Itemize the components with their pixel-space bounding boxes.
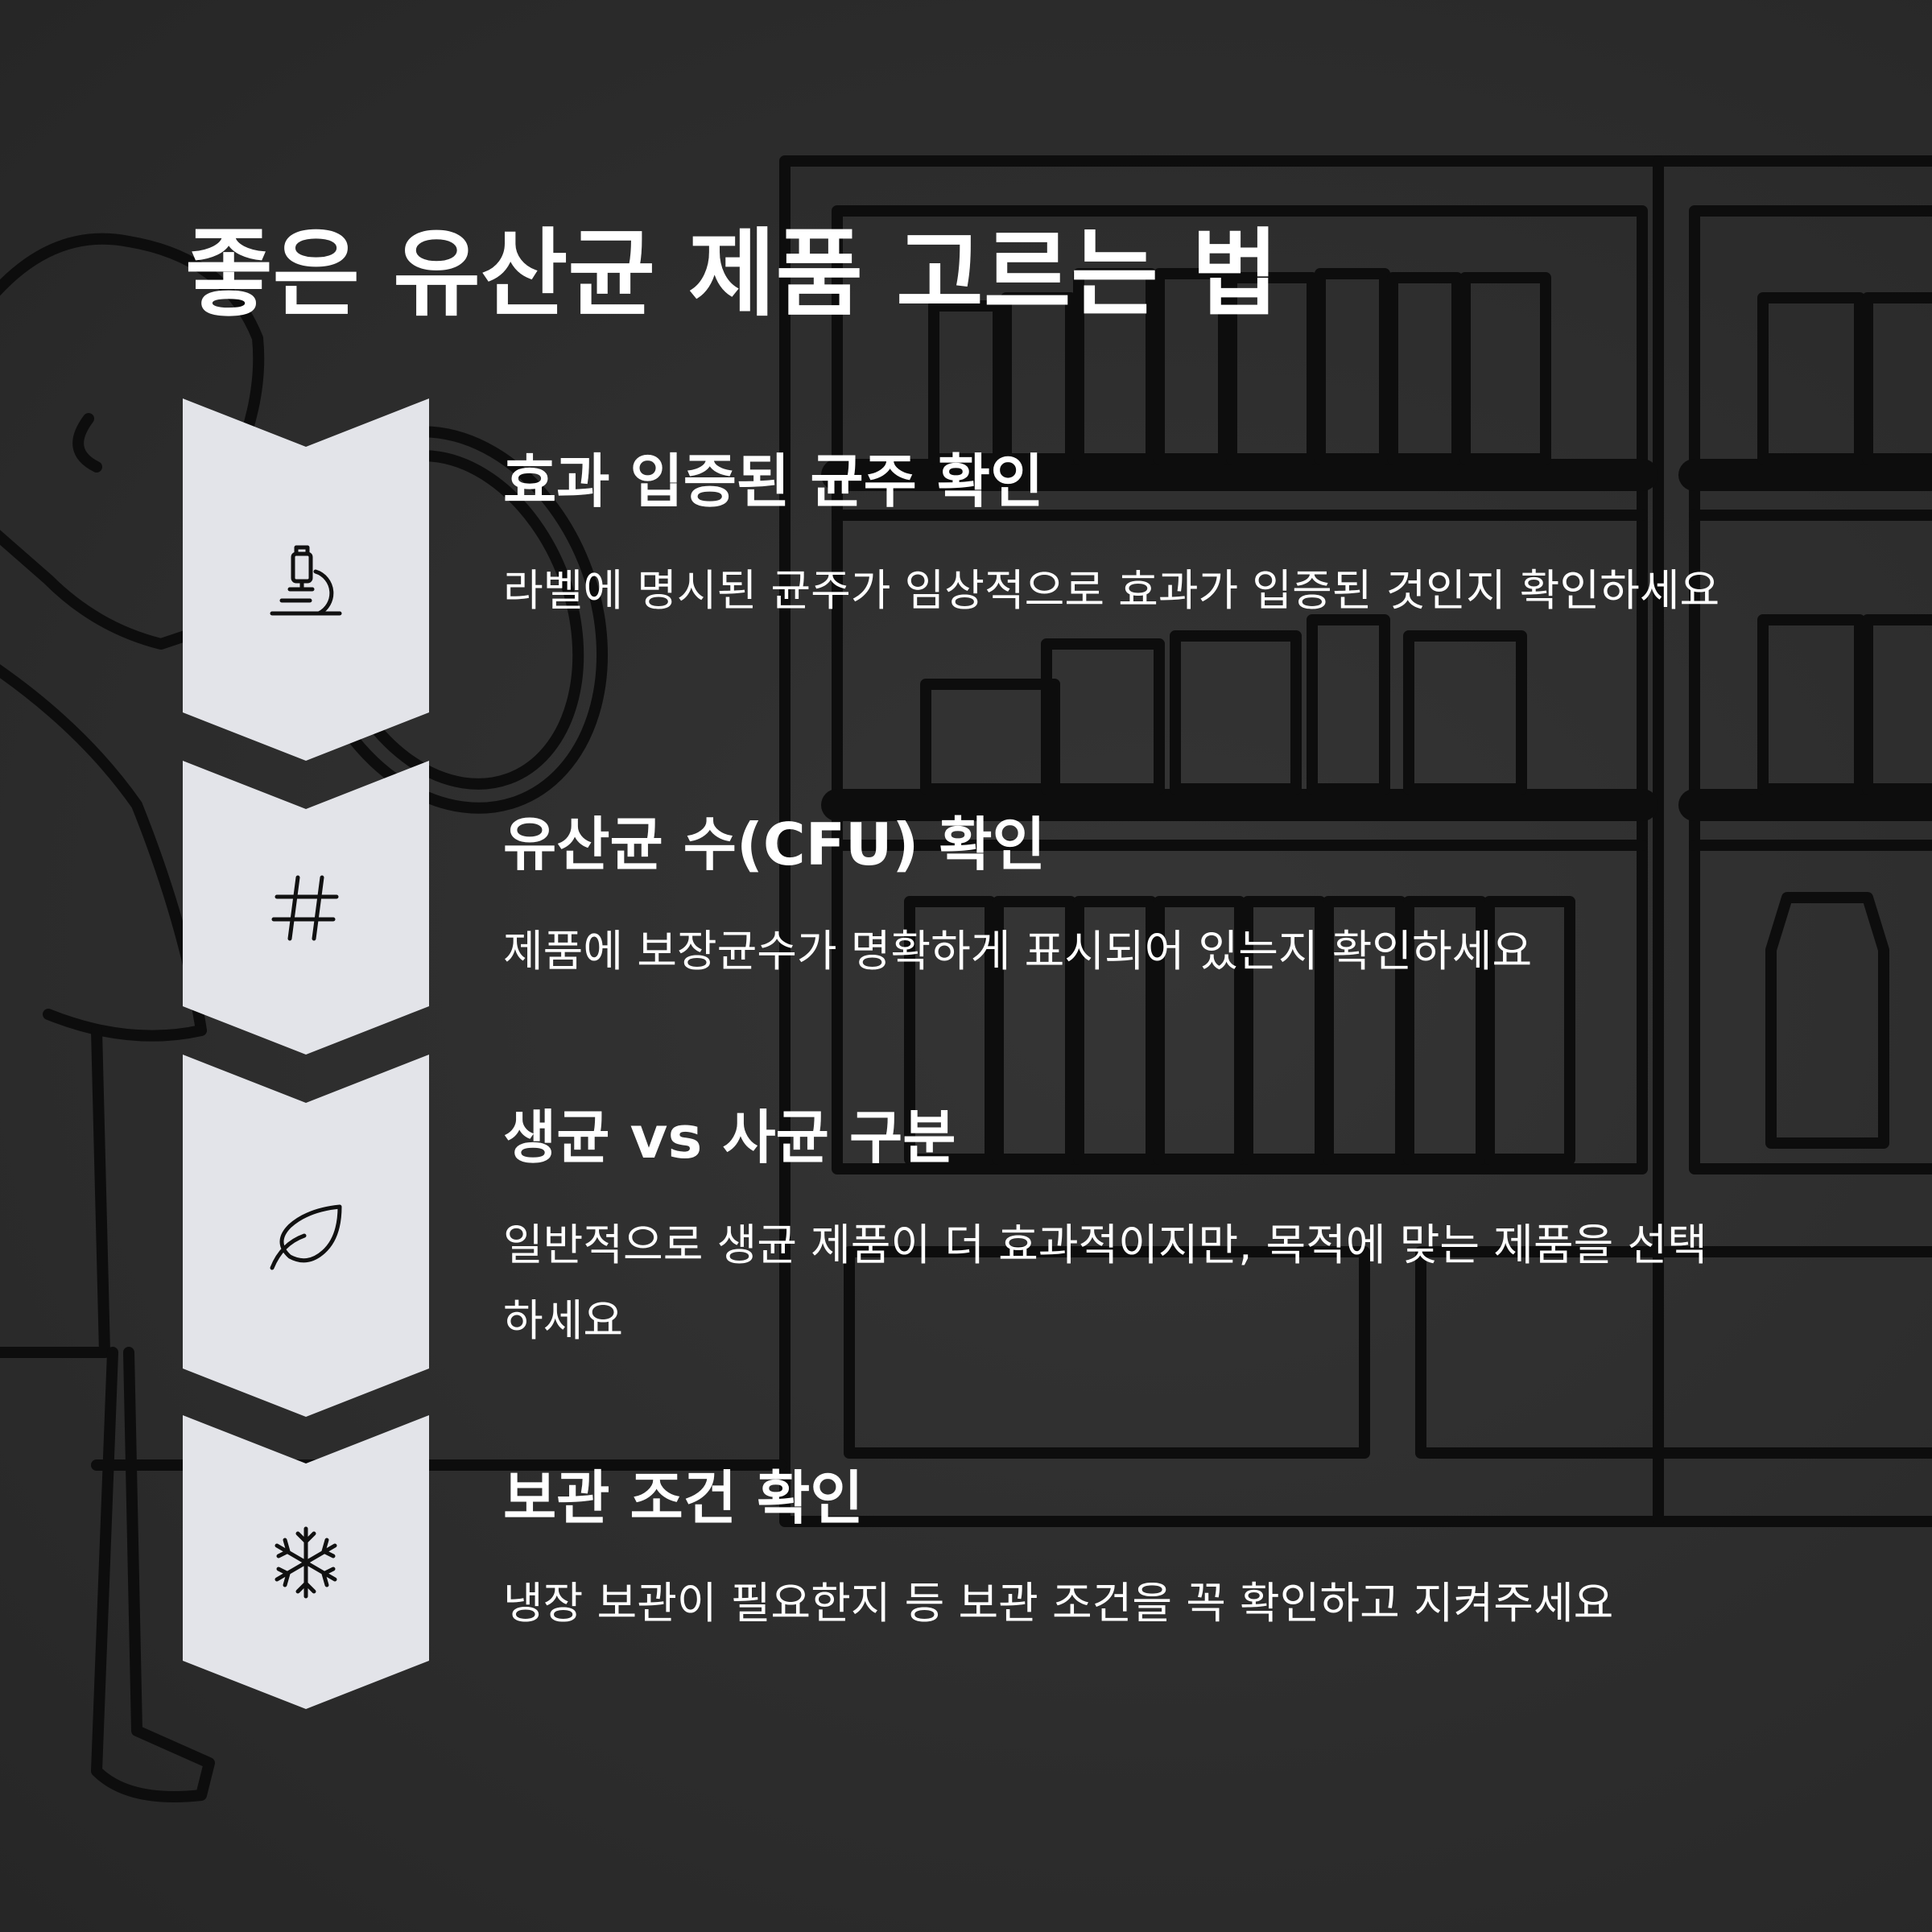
step-1-description: 라벨에 명시된 균주가 임상적으로 효과가 입증된 것인지 확인하세요 <box>503 565 1720 616</box>
step-2-description: 제품에 보장균수가 명확하게 표시되어 있는지 확인하세요 <box>503 926 1533 976</box>
leaf-icon <box>266 1195 346 1276</box>
step-3-chevron <box>183 1055 429 1417</box>
hash-icon <box>266 868 346 948</box>
snowflake-icon <box>266 1522 346 1603</box>
step-2-title: 유산균 수(CFU) 확인 <box>503 811 1046 878</box>
page-title: 좋은 유산균 제품 고르는 법 <box>185 218 1279 329</box>
step-1-chevron <box>183 398 429 761</box>
step-4-title: 보관 조건 확인 <box>503 1464 864 1532</box>
step-2-chevron <box>183 761 429 1055</box>
step-1-title: 효과 입증된 균주 확인 <box>503 448 1044 515</box>
step-3-description: 일반적으로 생균 제품이 더 효과적이지만, 목적에 맞는 제품을 선택하세요 <box>503 1220 1707 1346</box>
step-4-description: 냉장 보관이 필요한지 등 보관 조건을 꼭 확인하고 지켜주세요 <box>503 1578 1614 1629</box>
microscope-icon <box>266 539 346 620</box>
step-4-chevron <box>183 1415 429 1709</box>
step-3-title: 생균 vs 사균 구분 <box>503 1104 956 1171</box>
